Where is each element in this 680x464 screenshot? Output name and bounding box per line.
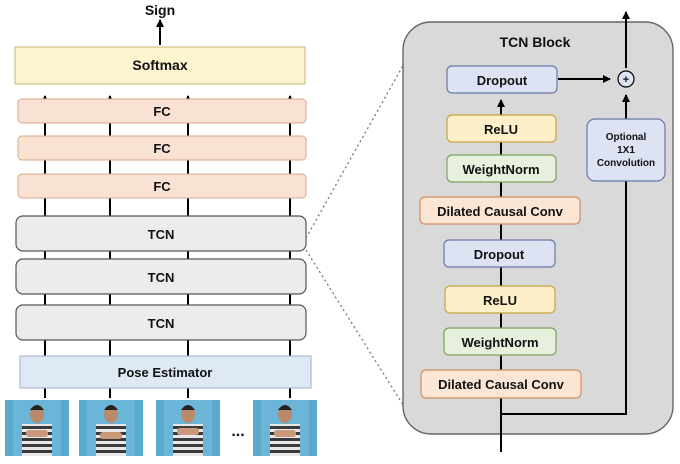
video-frame-1 [5,400,69,456]
fc-layer-2: FC [17,135,307,161]
block-weightnorm-top: WeightNorm [446,154,557,183]
input-frames: ... [5,400,317,456]
block-relu-top: ReLU [446,114,557,143]
block-dilated-conv-bottom-label: Dilated Causal Conv [438,377,564,392]
output-sign-label: Sign [145,2,175,18]
block-weightnorm-bottom-label: WeightNorm [461,335,538,350]
tcn-layer-3: TCN [15,304,307,341]
block-dropout-top-label: Dropout [477,73,528,88]
optional-label-line-2: 1X1 [617,145,635,156]
block-relu-bottom: ReLU [444,285,556,314]
block-dilated-conv-top-label: Dilated Causal Conv [437,204,563,219]
block-relu-top-label: ReLU [484,122,518,137]
pose-estimator: Pose Estimator [19,355,312,389]
optional-label-line-1: Optional [606,132,647,143]
block-weightnorm-top-label: WeightNorm [462,162,539,177]
fc-label-3: FC [153,179,171,194]
block-dropout-top: Dropout [446,65,558,94]
tcn-layer-1: TCN [15,215,307,252]
video-frame-4 [253,400,317,456]
tcn-label-3: TCN [148,316,175,331]
softmax-label: Softmax [132,57,187,73]
tcn-label-1: TCN [148,227,175,242]
tcn-label-2: TCN [148,270,175,285]
fc-layer-1: FC [17,98,307,124]
sum-symbol: + [623,74,629,86]
video-frame-2 [79,400,143,456]
optional-label-line-3: Convolution [597,158,655,169]
softmax-layer: Softmax [14,46,306,85]
pose-estimator-label: Pose Estimator [118,365,213,380]
block-weightnorm-bottom: WeightNorm [443,327,557,356]
frames-ellipsis: ... [231,423,244,440]
block-dropout-bottom-label: Dropout [474,247,525,262]
zoom-connector [305,61,406,409]
sum-node: + [617,70,635,88]
fc-label-1: FC [153,104,171,119]
optional-1x1-convolution: Optional 1X1 Convolution [586,118,666,182]
fc-label-2: FC [153,141,171,156]
tcn-block-title: TCN Block [500,34,571,50]
fc-layer-3: FC [17,173,307,199]
block-dilated-conv-top: Dilated Causal Conv [419,196,581,225]
block-dropout-bottom: Dropout [443,239,556,268]
block-dilated-conv-bottom: Dilated Causal Conv [420,369,582,399]
tcn-layer-2: TCN [15,258,307,295]
video-frame-3 [156,400,220,456]
block-relu-bottom-label: ReLU [483,293,517,308]
